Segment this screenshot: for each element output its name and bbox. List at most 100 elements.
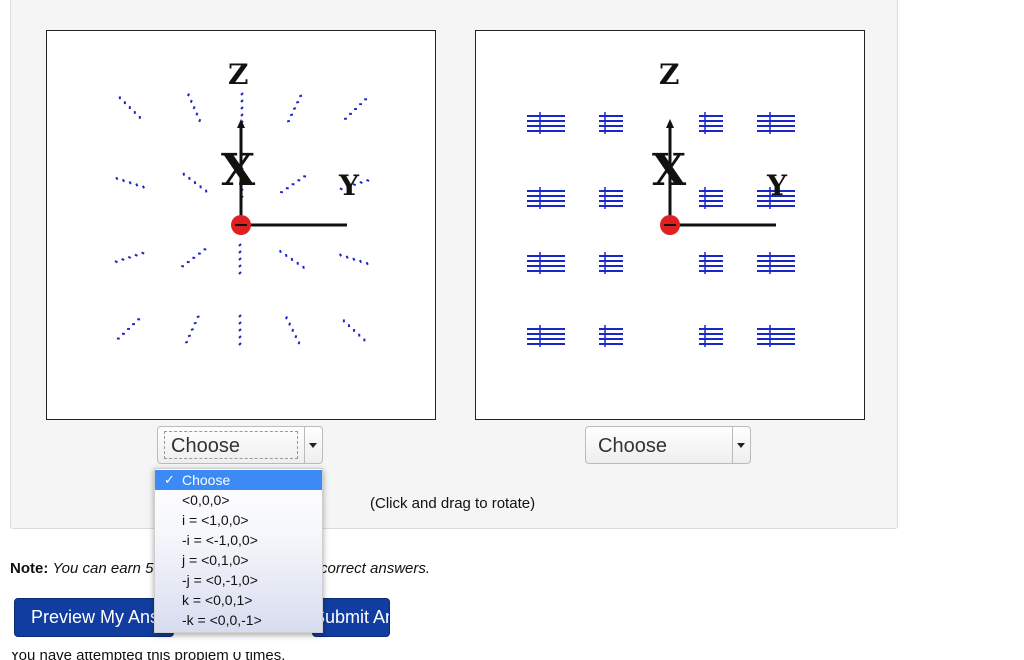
axis-label-z: Z bbox=[228, 58, 249, 91]
field-arrow-dash bbox=[190, 328, 195, 331]
field-arrow-dash bbox=[114, 260, 118, 264]
note-label: Note: bbox=[10, 560, 49, 577]
option-i[interactable]: i = <1,0,0> bbox=[182, 512, 249, 528]
field-arrow-dash bbox=[240, 99, 244, 103]
field-arrow-dash bbox=[285, 186, 289, 190]
vector-field-plot-right[interactable]: Z X Y bbox=[475, 30, 865, 420]
checkmark-icon: ✓ bbox=[164, 472, 175, 487]
axis-label-y: Y bbox=[339, 169, 359, 202]
field-arrow-dash bbox=[358, 259, 363, 264]
field-arrow-dash bbox=[338, 253, 343, 257]
vector-field-canvas-left[interactable] bbox=[47, 31, 435, 419]
option-label: Choose bbox=[182, 472, 231, 488]
chevron-down-icon[interactable] bbox=[304, 427, 322, 463]
note-text-end: correct answers. bbox=[320, 560, 431, 577]
answer-dropdown-list[interactable]: ✓ Choose <0,0,0> i = <1,0,0> -i = <-1,0,… bbox=[154, 468, 323, 633]
option-minus-k[interactable]: -k = <0,0,-1> bbox=[182, 612, 262, 628]
problem-panel: Z X Y Z X Y bbox=[10, 0, 898, 529]
field-arrow-dash bbox=[115, 176, 119, 181]
field-arrow-dash bbox=[141, 251, 145, 255]
note-text: Note: You can earn 5 correct answers. bbox=[10, 560, 430, 577]
field-arrow-dash bbox=[193, 321, 197, 325]
field-arrow-dash bbox=[288, 322, 292, 326]
field-arrow-dash bbox=[297, 179, 301, 182]
field-arrow-dash bbox=[238, 342, 242, 346]
field-arrow-dash bbox=[187, 93, 190, 97]
field-arrow-dash bbox=[286, 119, 291, 123]
field-arrow-dash bbox=[284, 253, 288, 258]
field-arrow-dash bbox=[195, 112, 199, 116]
field-arrow-dash bbox=[297, 341, 301, 345]
field-arrow-dash bbox=[291, 328, 295, 332]
vector-field-plot-left[interactable]: Z X Y bbox=[46, 30, 436, 420]
focus-ring bbox=[164, 431, 298, 459]
field-arrow-dash bbox=[238, 335, 242, 339]
field-arrow-dash bbox=[184, 340, 189, 344]
field-arrow-dash bbox=[238, 250, 242, 254]
field-arrow-dash bbox=[279, 249, 282, 254]
field-arrow-dash bbox=[238, 264, 242, 268]
z-axis-arrowhead-icon bbox=[666, 119, 674, 128]
field-arrow-dash bbox=[279, 190, 284, 194]
axis-label-x: X bbox=[652, 145, 687, 196]
field-arrow-dash bbox=[359, 180, 363, 185]
answer-select-left[interactable]: Choose bbox=[157, 426, 323, 464]
field-arrow-dash bbox=[352, 257, 356, 261]
preview-answers-button[interactable]: Preview My Answers bbox=[14, 598, 174, 637]
chevron-down-icon[interactable] bbox=[732, 427, 750, 463]
field-arrow-dash bbox=[238, 257, 242, 261]
field-arrow-dash bbox=[346, 185, 350, 189]
field-arrow-dash bbox=[365, 261, 369, 266]
field-arrow-dash bbox=[238, 328, 242, 332]
field-arrow-dash bbox=[295, 100, 300, 104]
field-arrow-dash bbox=[192, 106, 196, 110]
option-k[interactable]: k = <0,0,1> bbox=[182, 592, 253, 608]
field-arrow-dash bbox=[303, 175, 307, 178]
field-arrow-dash bbox=[240, 92, 244, 96]
axis-label-y: Y bbox=[767, 169, 787, 202]
field-arrow-dash bbox=[238, 243, 242, 247]
field-arrow-dash bbox=[134, 253, 138, 257]
attempts-text: You have attempted this problem 0 times. bbox=[10, 652, 300, 660]
field-arrow-dash bbox=[240, 106, 244, 110]
rotate-hint: (Click and drag to rotate) bbox=[370, 495, 536, 512]
z-axis-arrowhead-icon bbox=[237, 119, 245, 128]
field-arrow-dash bbox=[121, 257, 125, 262]
note-text-start: You can earn 5 bbox=[52, 560, 154, 577]
field-arrow-dash bbox=[238, 314, 242, 318]
field-arrow-dash bbox=[238, 321, 242, 325]
field-arrow-dash bbox=[141, 185, 146, 189]
field-arrow-dash bbox=[238, 271, 242, 275]
field-arrow-dash bbox=[291, 183, 295, 186]
field-arrow-dash bbox=[121, 178, 126, 183]
field-arrow-dash bbox=[128, 181, 132, 185]
field-arrow-dash bbox=[240, 113, 244, 117]
field-arrow-dash bbox=[198, 118, 202, 123]
field-arrow-dash bbox=[302, 265, 305, 269]
select-value: Choose bbox=[598, 435, 667, 457]
option-j[interactable]: j = <0,1,0> bbox=[182, 552, 249, 568]
answer-select-right[interactable]: Choose bbox=[585, 426, 751, 464]
option-choose[interactable]: ✓ Choose bbox=[155, 470, 322, 490]
field-arrow-dash bbox=[299, 94, 303, 98]
axis-label-z: Z bbox=[659, 58, 680, 91]
field-arrow-dash bbox=[292, 107, 297, 110]
field-arrow-dash bbox=[187, 334, 192, 338]
field-arrow-dash bbox=[289, 113, 294, 117]
field-arrow-dash bbox=[127, 255, 132, 259]
option-minus-j[interactable]: -j = <0,-1,0> bbox=[182, 572, 258, 588]
field-arrow-dash bbox=[285, 316, 288, 320]
field-arrow-dash bbox=[196, 315, 200, 319]
field-arrow-dash bbox=[189, 99, 193, 103]
field-arrow-dash bbox=[135, 183, 139, 187]
submit-answers-button[interactable]: Submit Answers bbox=[312, 598, 390, 637]
field-arrow-dash bbox=[366, 178, 370, 182]
option-zero-vector[interactable]: <0,0,0> bbox=[182, 492, 230, 508]
field-arrow-dash bbox=[339, 187, 343, 191]
option-minus-i[interactable]: -i = <-1,0,0> bbox=[182, 532, 258, 548]
field-arrow-dash bbox=[296, 261, 299, 265]
field-arrow-dash bbox=[345, 255, 349, 259]
vector-field-canvas-right[interactable] bbox=[476, 31, 864, 419]
field-arrow-dash bbox=[294, 334, 298, 339]
select-value: Choose bbox=[171, 435, 240, 457]
